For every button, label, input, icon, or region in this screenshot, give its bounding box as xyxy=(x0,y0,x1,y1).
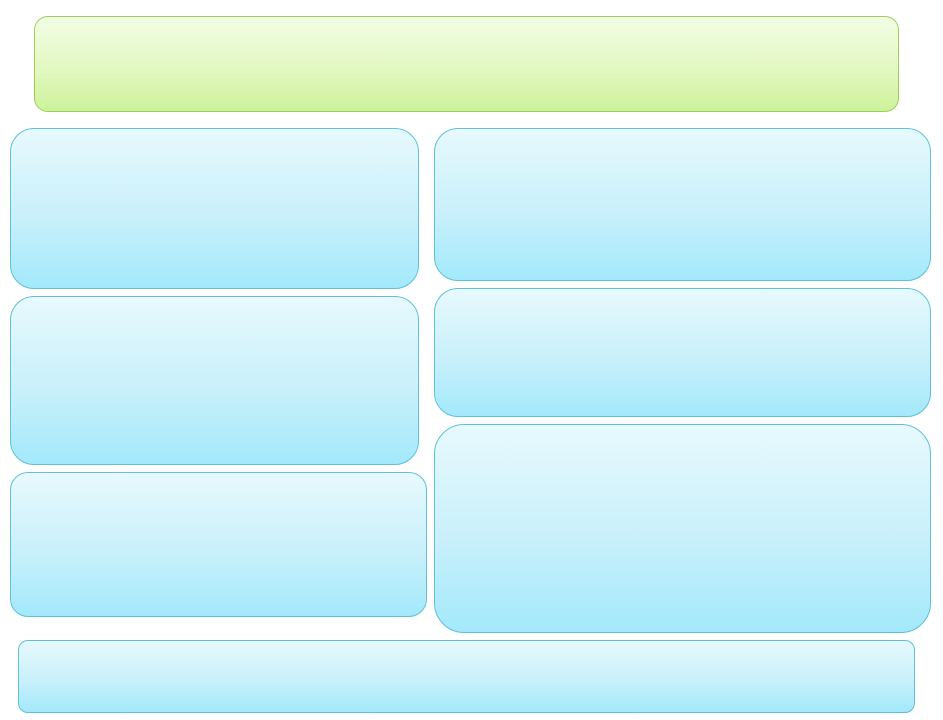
right-box-3 xyxy=(434,424,931,633)
right-box-1 xyxy=(434,128,931,281)
left-box-1 xyxy=(10,128,419,289)
right-box-2 xyxy=(434,288,931,417)
header-box xyxy=(34,16,899,112)
footer-box xyxy=(18,640,915,713)
left-box-3 xyxy=(10,472,427,617)
left-box-2 xyxy=(10,296,419,465)
